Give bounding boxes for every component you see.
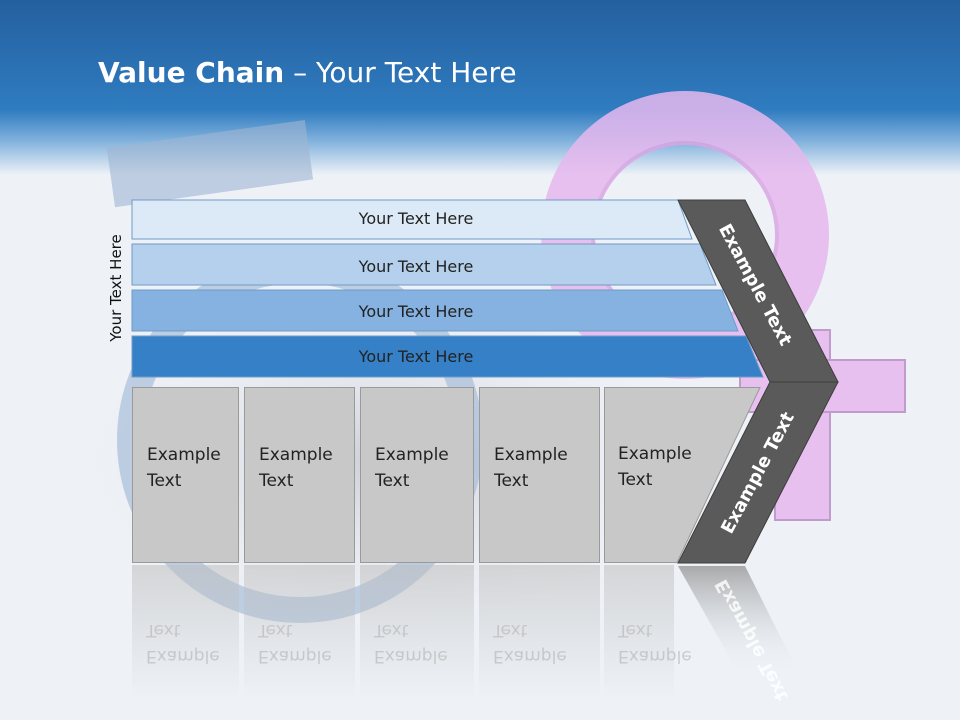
chevron-reflection bbox=[678, 566, 800, 676]
support-band-3 bbox=[131, 289, 739, 332]
band-label-4: Your Text Here bbox=[358, 347, 474, 366]
band-label-3: Your Text Here bbox=[358, 302, 474, 321]
title-rest: – Your Text Here bbox=[284, 56, 517, 89]
band-label-2: Your Text Here bbox=[358, 257, 474, 276]
title-bold: Value Chain bbox=[98, 56, 285, 89]
activity-box-5 bbox=[604, 387, 761, 563]
chevron-lower bbox=[677, 381, 839, 564]
support-band-2 bbox=[131, 243, 717, 286]
support-band-1 bbox=[131, 199, 693, 240]
band-label-1: Your Text Here bbox=[358, 209, 474, 228]
support-band-4 bbox=[131, 335, 764, 378]
page-title: Value Chain – Your Text Here bbox=[98, 56, 517, 89]
